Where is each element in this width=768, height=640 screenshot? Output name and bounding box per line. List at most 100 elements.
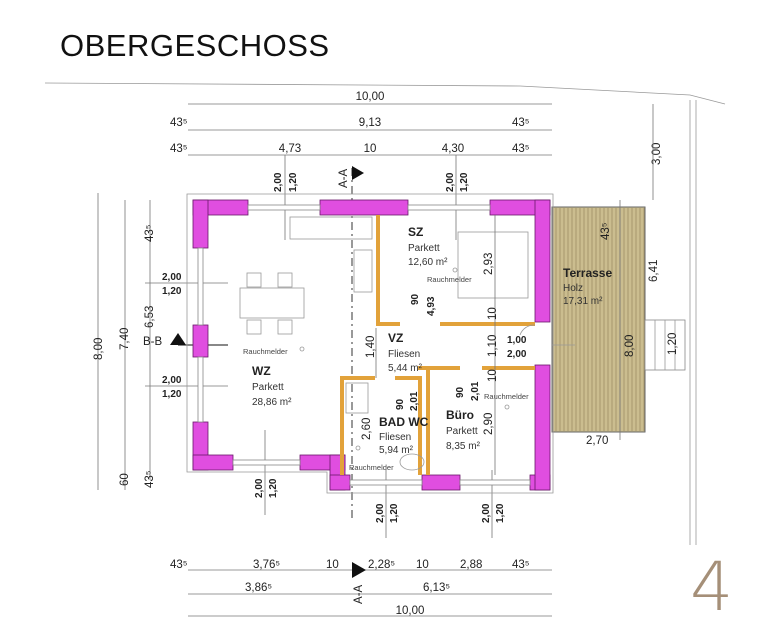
- smoke-detector-label: Rauchmelder: [484, 392, 529, 401]
- door-width: 90: [410, 293, 421, 305]
- dim-seg: 6,13⁵: [423, 582, 450, 594]
- dim-bad: 2,60: [361, 418, 373, 440]
- dim-left-mid: 7,40: [119, 328, 131, 350]
- shower: [345, 382, 369, 414]
- dim-left-60: 60: [119, 473, 131, 486]
- dim-left-inner: 6,53: [144, 306, 156, 328]
- room-name: WZ: [252, 364, 271, 378]
- dim-edge: 43⁵: [170, 143, 188, 155]
- room-name: Terrasse: [563, 266, 612, 280]
- room-floor: Fliesen: [379, 432, 411, 443]
- page-number: 4: [690, 548, 734, 627]
- dim-seg: 10: [416, 559, 429, 571]
- window-sill: 1,20: [459, 172, 470, 192]
- dim-inner-top: 9,13: [359, 117, 381, 129]
- window-height: 2,00: [254, 478, 265, 498]
- interior-walls: [340, 215, 535, 475]
- room-floor: Parkett: [408, 243, 440, 254]
- window-height: 2,00: [375, 503, 386, 523]
- door-height: 2,01: [409, 391, 420, 411]
- dim-corridor: 1,10: [487, 335, 499, 357]
- dim-left-top-edge: 43⁵: [144, 224, 156, 242]
- dim-overall-bottom: 10,00: [396, 605, 425, 617]
- room-area: 5,44 m²: [388, 363, 423, 374]
- balcony-door-width: 1,00: [507, 335, 527, 346]
- balcony-door-height: 2,00: [507, 349, 527, 360]
- dim-edge: 43⁵: [170, 117, 188, 129]
- room-name: BAD WC: [379, 415, 429, 429]
- smoke-detector-icon: [299, 346, 305, 352]
- smoke-detector-label: Rauchmelder: [427, 275, 472, 284]
- dim-seg: 3,86⁵: [245, 582, 272, 594]
- room-name: SZ: [408, 225, 423, 239]
- dim-edge: 43⁵: [512, 117, 530, 129]
- room-vz: VZ Fliesen 5,44 m²: [388, 331, 423, 374]
- dim-overall-top: 10,00: [356, 91, 385, 103]
- window-height: 2,00: [481, 503, 492, 523]
- dim-edge: 43⁵: [512, 559, 530, 571]
- window-height: 2,00: [445, 172, 456, 192]
- window-sill: 1,20: [162, 286, 182, 297]
- smoke-detector-icon: [452, 267, 458, 273]
- dim-stair-sill: 1,20: [667, 333, 679, 355]
- smoke-detector-icon: [355, 445, 361, 451]
- window-sill: 1,20: [268, 478, 279, 498]
- section-label-aa: A-A: [353, 585, 365, 605]
- section-label-bb: B-B: [143, 336, 163, 348]
- section-marker-aa-bottom: A-A: [352, 562, 366, 604]
- dim-terrace-length: 8,00: [624, 335, 636, 357]
- dim-sz-depth: 2,93: [483, 253, 495, 275]
- room-bad-wc: BAD WC Fliesen 5,94 m² Rauchmelder: [349, 415, 429, 472]
- dim-sz-door: 4,93: [426, 296, 437, 316]
- smoke-detector-label: Rauchmelder: [349, 463, 394, 472]
- dim-left-bottom-edge: 43⁵: [144, 470, 156, 488]
- dimensions-left: 8,00 7,40 6,53 43⁵ 60 43⁵: [93, 193, 156, 490]
- dim-edge: 43⁵: [512, 143, 530, 155]
- door-width: 90: [455, 386, 466, 398]
- furniture: [239, 216, 575, 471]
- dim-terrace-inner: 6,41: [648, 260, 660, 282]
- dim-edge: 43⁵: [170, 559, 188, 571]
- smoke-detector-icon: [504, 404, 510, 410]
- window-sill: 1,20: [389, 503, 400, 523]
- room-floor: Holz: [563, 283, 583, 294]
- door-width: 90: [395, 398, 406, 410]
- plan-title: OBERGESCHOSS: [60, 28, 330, 63]
- dim-seg: 3,76⁵: [253, 559, 280, 571]
- building-outline: [186, 193, 554, 494]
- sink: [353, 249, 373, 293]
- room-terrasse: Terrasse Holz 17,31 m²: [563, 266, 612, 307]
- dimensions-top: 10,00 9,13 43⁵ 43⁵ 43⁵ 43⁵ 4,73 10 4,30 …: [170, 91, 663, 200]
- room-wz: Rauchmelder WZ Parkett 28,86 m²: [243, 346, 305, 408]
- smoke-detector-label: Rauchmelder: [243, 347, 288, 356]
- dim-seg: 2,28⁵: [368, 559, 395, 571]
- dim-seg: 10: [364, 143, 377, 155]
- window-sill: 1,20: [162, 389, 182, 400]
- room-floor: Parkett: [252, 382, 284, 393]
- door-height: 2,01: [470, 381, 481, 401]
- dim-wall: 10: [487, 307, 499, 320]
- dim-terrace-edge: 43⁵: [600, 222, 612, 240]
- dining-table: [239, 287, 305, 319]
- window-height: 2,00: [162, 375, 182, 386]
- dim-seg: 4,73: [279, 143, 301, 155]
- section-marker-bb: B-B: [143, 333, 228, 348]
- exterior-walls: [192, 199, 551, 491]
- room-buero: Büro Parkett 8,35 m² Rauchmelder: [446, 392, 529, 452]
- dimensions-bottom: 43⁵ 3,76⁵ 10 2,28⁵ 10 2,88 43⁵ 3,86⁵ 6,1…: [170, 559, 552, 617]
- room-area: 17,31 m²: [563, 296, 603, 307]
- section-label-aa: A-A: [338, 169, 350, 189]
- room-area: 8,35 m²: [446, 441, 481, 452]
- section-marker-aa-top: A-A: [338, 166, 364, 520]
- dim-buero: 2,90: [483, 413, 495, 435]
- room-area: 5,94 m²: [379, 445, 414, 456]
- dim-left-overall: 8,00: [93, 338, 105, 360]
- dim-terrace-width: 2,70: [586, 435, 608, 447]
- bed: [457, 231, 529, 299]
- window-sill: 1,20: [495, 503, 506, 523]
- toilet: [399, 453, 425, 471]
- dim-seg: 2,88: [460, 559, 482, 571]
- kitchen-counter: [289, 216, 373, 240]
- dim-right: 3,00: [651, 143, 663, 165]
